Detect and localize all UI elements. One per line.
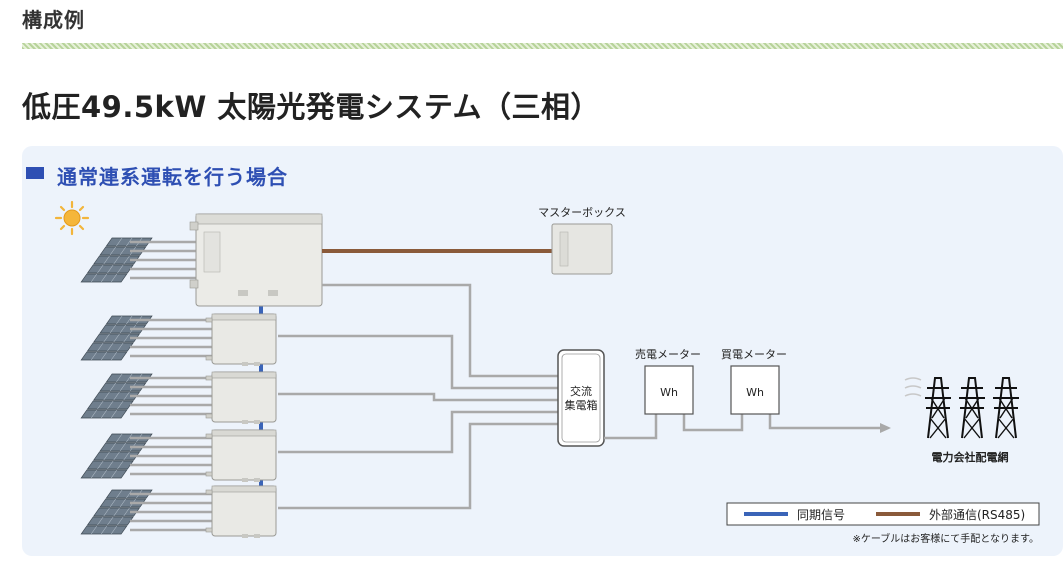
inverter-unit bbox=[205, 371, 277, 425]
section-title: 構成例 bbox=[22, 8, 85, 32]
inverter-unit bbox=[205, 485, 277, 539]
inverter-unit bbox=[205, 429, 277, 483]
master-box-icon bbox=[551, 223, 613, 275]
sell-meter-label: 売電メーター bbox=[635, 348, 701, 361]
footnote: ※ケーブルはお客様にて手配となります。 bbox=[853, 532, 1039, 545]
legend-sync-label: 同期信号 bbox=[797, 508, 845, 522]
transmission-tower-icon bbox=[924, 377, 952, 439]
sun-icon bbox=[54, 200, 90, 236]
legend-comm-label: 外部通信(RS485) bbox=[929, 507, 1025, 522]
buy-meter-label: 買電メーター bbox=[721, 348, 787, 361]
ac-box-label-line1: 交流 bbox=[570, 384, 592, 398]
sell-meter bbox=[644, 365, 694, 415]
legend: 同期信号 外部通信(RS485) bbox=[726, 502, 1040, 526]
grid-connection-line bbox=[604, 414, 880, 440]
buy-meter bbox=[730, 365, 780, 415]
section-divider bbox=[22, 43, 1063, 49]
transmission-tower-icon bbox=[992, 377, 1020, 439]
page-title: 低圧49.5kW 太陽光発電システム（三相） bbox=[22, 90, 601, 124]
master-box-label: マスターボックス bbox=[538, 206, 626, 219]
master-inverter-unit bbox=[189, 213, 323, 307]
ac-collection-box bbox=[557, 349, 605, 447]
dc-string-cables bbox=[130, 240, 212, 532]
mode-marker bbox=[26, 167, 44, 179]
diagram-panel bbox=[22, 146, 1063, 556]
ac-box-label-line2: 集電箱 bbox=[565, 398, 598, 412]
buy-meter-unit: Wh bbox=[746, 386, 764, 399]
grid-label: 電力会社配電網 bbox=[932, 450, 1009, 464]
ac-output-cables bbox=[278, 283, 558, 510]
arrow-icon bbox=[880, 423, 891, 433]
sell-meter-unit: Wh bbox=[660, 386, 678, 399]
mode-label: 通常連系運転を行う場合 bbox=[57, 165, 288, 189]
transmission-tower-icon bbox=[958, 377, 986, 439]
power-wave-icon bbox=[904, 377, 922, 397]
inverter-unit bbox=[205, 313, 277, 367]
